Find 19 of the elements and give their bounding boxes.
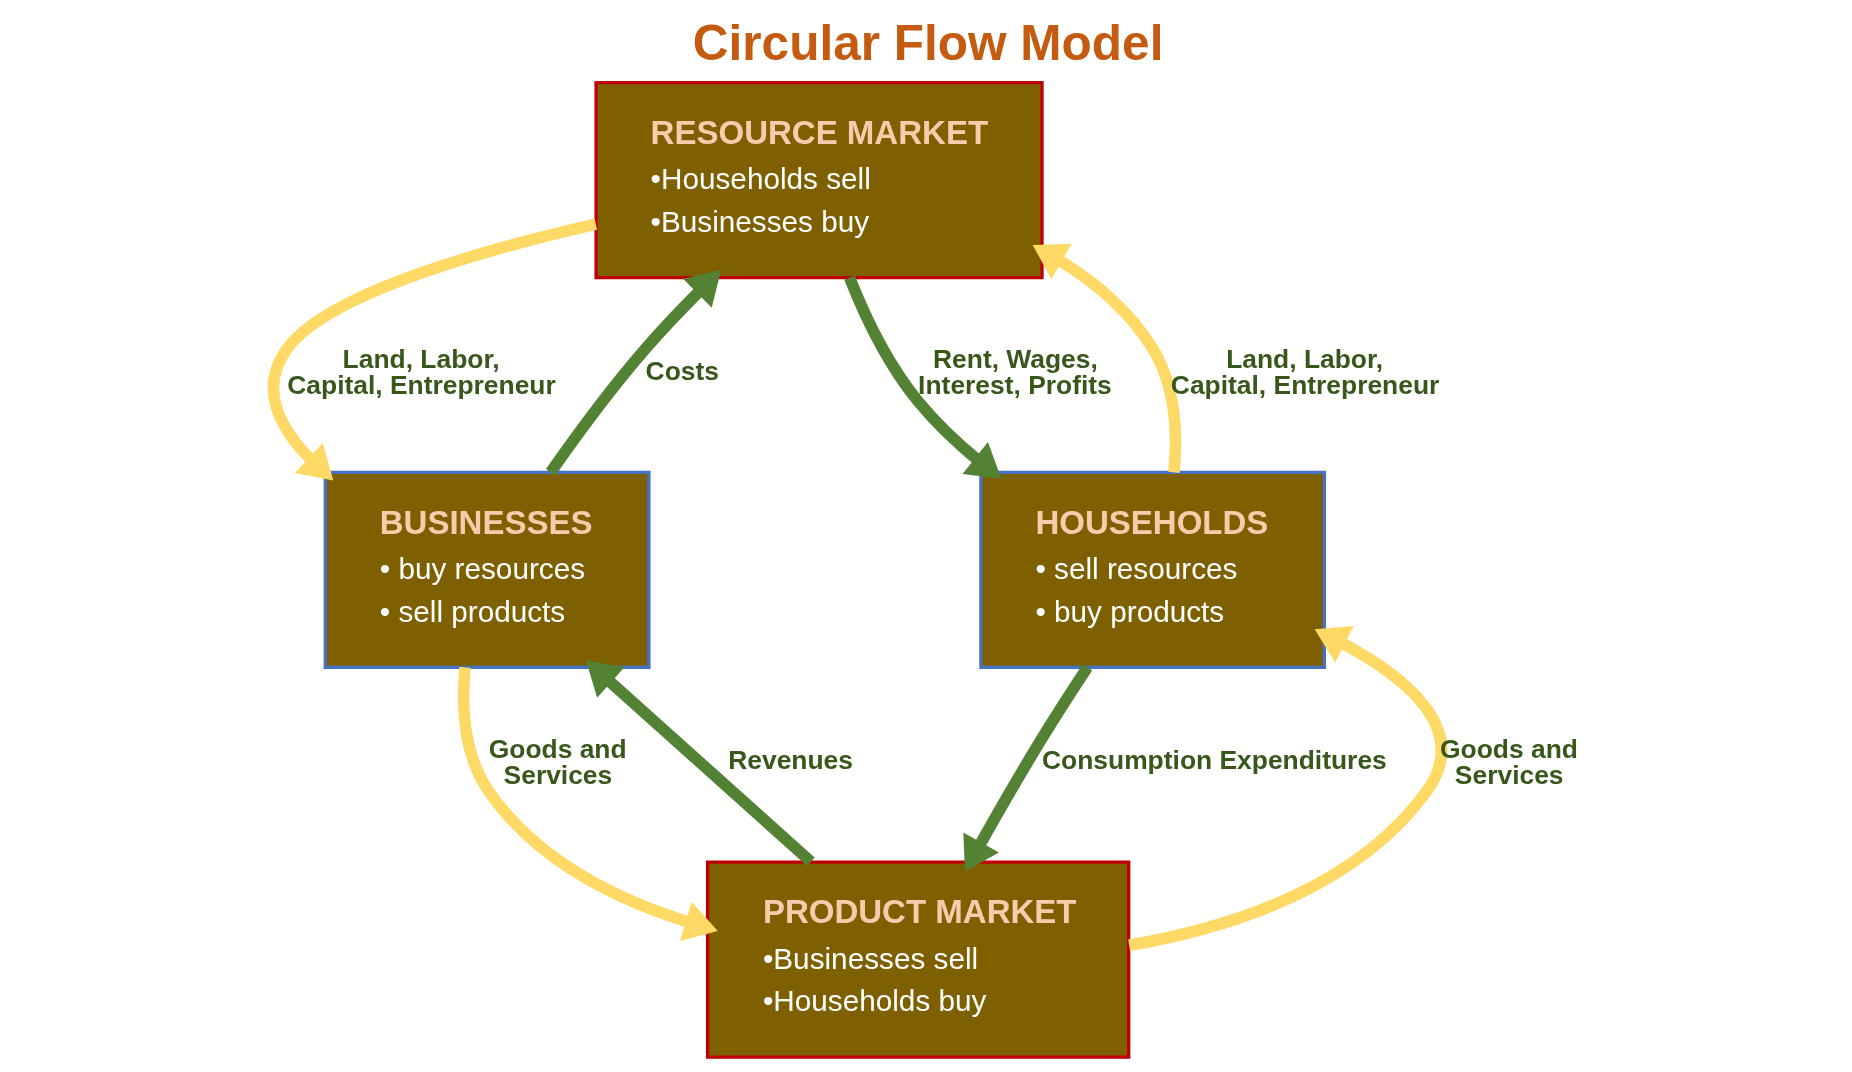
edge-label: Land, Labor, Capital, Entrepreneur xyxy=(286,344,556,401)
node-box: PRODUCT MARKET •Businesses sell •Households buy xyxy=(705,860,1130,1059)
arrow xyxy=(1127,626,1447,951)
diagram-title: Circular Flow Model xyxy=(692,14,1163,70)
edge-label: Consumption Expenditures xyxy=(1041,745,1387,776)
arrow xyxy=(545,269,721,476)
arrow xyxy=(457,666,718,941)
node-box: BUSINESSES • buy resources • sell products xyxy=(323,470,651,669)
edge-label: Goods and Services xyxy=(488,733,627,791)
edge-label: Rent, Wages, Interest, Profits xyxy=(917,344,1112,401)
arrow xyxy=(267,218,597,481)
arrow xyxy=(585,660,815,867)
edge-label: Revenues xyxy=(727,745,853,776)
arrow xyxy=(1032,243,1181,473)
edge-label: Costs xyxy=(645,355,719,386)
arrow xyxy=(843,275,1001,479)
node-box: HOUSEHOLDS • sell resources • buy products xyxy=(978,470,1326,669)
node-box: RESOURCE MARKET •Households sell •Businesses buy xyxy=(593,81,1044,280)
arrow xyxy=(962,664,1092,872)
